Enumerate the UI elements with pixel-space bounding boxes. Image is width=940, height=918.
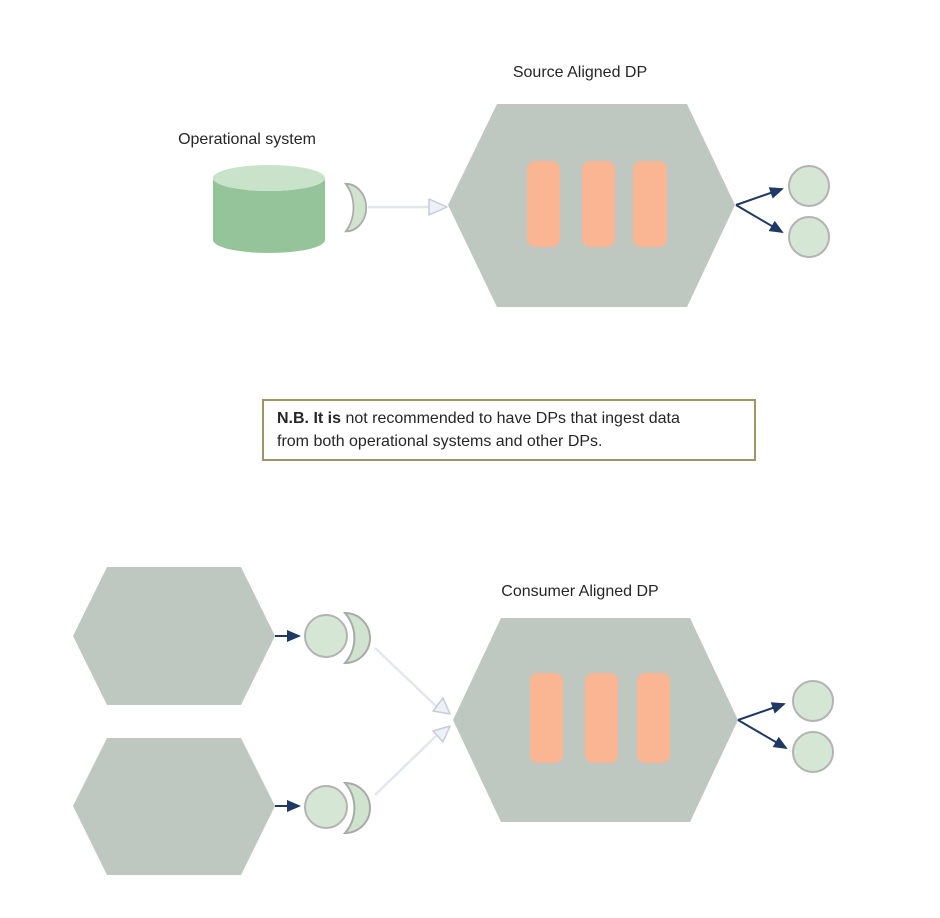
source-dp-port-2 — [582, 161, 615, 247]
database-cylinder — [213, 165, 325, 253]
upstream-dp-hexagon-1 — [73, 567, 275, 705]
source-dp-title: Source Aligned DP — [512, 64, 648, 81]
consumer-dp-port-1 — [530, 673, 563, 763]
cylinder-body — [213, 178, 325, 253]
output-arrow-bottom-2 — [737, 719, 788, 750]
operational-system-label: Operational system — [178, 131, 316, 148]
output-arrow-bottom-1 — [737, 702, 786, 721]
consumer-circle-bottom-1 — [792, 680, 834, 722]
consumer-circle-bottom-2 — [792, 731, 834, 773]
source-dp-port-3 — [633, 161, 667, 247]
source-dp-port-1 — [527, 161, 560, 247]
consumer-dp-title: Consumer Aligned DP — [501, 583, 659, 600]
input-port-crescent-1 — [342, 611, 371, 665]
consumer-circle-top-2 — [788, 216, 830, 258]
consumer-dp-port-2 — [585, 673, 618, 763]
note-line-1: N.B. It is not recommended to have DPs t… — [277, 410, 680, 427]
note-line-2: from both operational systems and other … — [277, 433, 603, 451]
note-lead: N.B. It is — [277, 410, 342, 427]
input-port-crescent-source — [343, 182, 368, 233]
ingest-arrow-consumer-1 — [374, 647, 451, 715]
upstream-output-circle-1 — [304, 614, 348, 658]
cylinder-top — [213, 165, 325, 191]
consumer-circle-top-1 — [788, 165, 830, 207]
input-port-crescent-2 — [342, 781, 371, 835]
ingest-arrow-source — [368, 198, 448, 216]
ingest-arrow-consumer-2 — [374, 725, 451, 796]
output-arrow-top-2 — [735, 204, 784, 234]
output-arrow-top-1 — [735, 187, 784, 206]
note-box: N.B. It is not recommended to have DPs t… — [262, 399, 756, 462]
upstream-output-circle-2 — [304, 785, 348, 829]
upstream-dp-hexagon-2 — [73, 738, 275, 875]
consumer-dp-port-3 — [637, 673, 670, 763]
